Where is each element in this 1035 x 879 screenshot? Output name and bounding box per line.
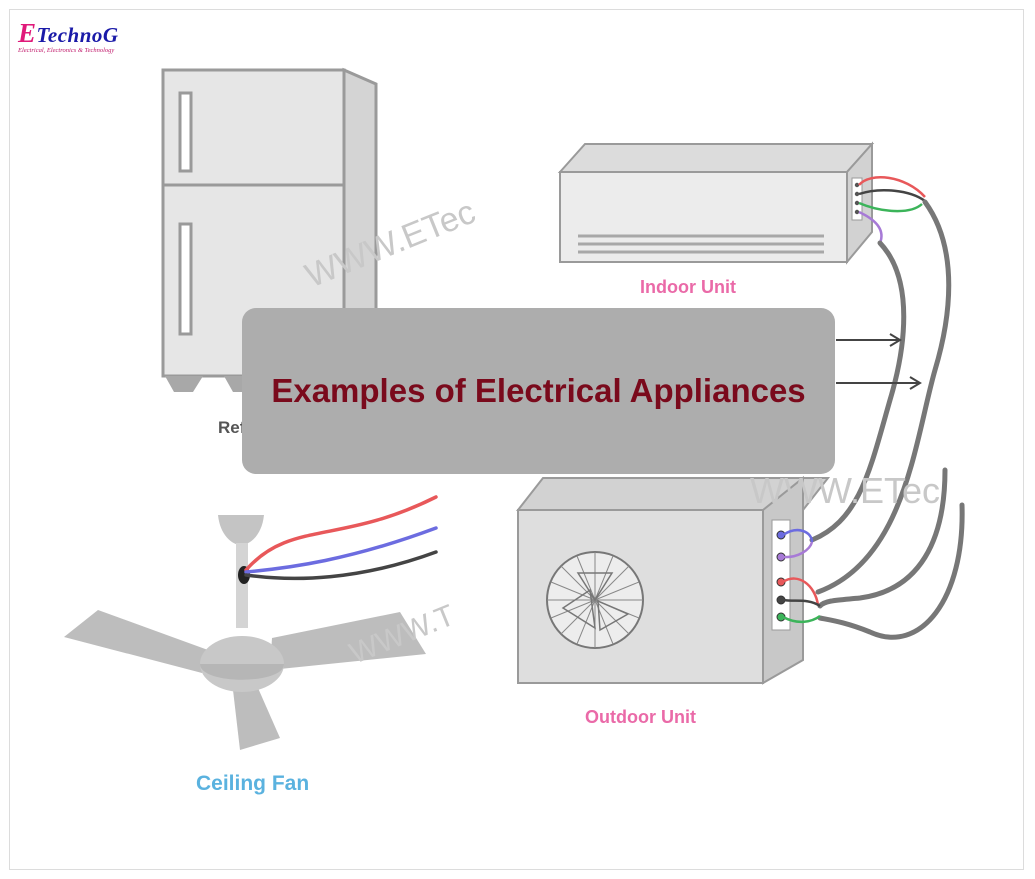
brand-logo: ETechnoG Electrical, Electronics & Techn… [18, 18, 119, 54]
ceiling-fan-label: Ceiling Fan [196, 772, 310, 795]
outdoor-unit-label: Outdoor Unit [585, 707, 696, 727]
fan-wires [244, 495, 438, 581]
outdoor-unit-icon [515, 475, 831, 685]
indoor-unit-label: Indoor Unit [640, 277, 736, 297]
interconnect-cables [809, 199, 965, 640]
logo-wordmark: ETechnoG [18, 18, 119, 48]
refrigerator-label: Ref [218, 418, 246, 437]
indoor-unit-icon [557, 141, 875, 265]
indoor-wires [858, 176, 926, 244]
outdoor-wires [782, 528, 821, 624]
ceiling-fan-icon [64, 515, 426, 750]
flow-arrows [836, 333, 922, 390]
logo-tagline: Electrical, Electronics & Technology [18, 47, 115, 54]
watermark-text: WWW.ETec [750, 470, 940, 511]
figure-frame [9, 9, 1024, 870]
refrigerator-icon [161, 67, 378, 392]
fan-grille-icon [546, 551, 644, 649]
title-banner: Examples of Electrical Appliances [242, 308, 835, 474]
banner-title: Examples of Electrical Appliances [271, 372, 806, 409]
